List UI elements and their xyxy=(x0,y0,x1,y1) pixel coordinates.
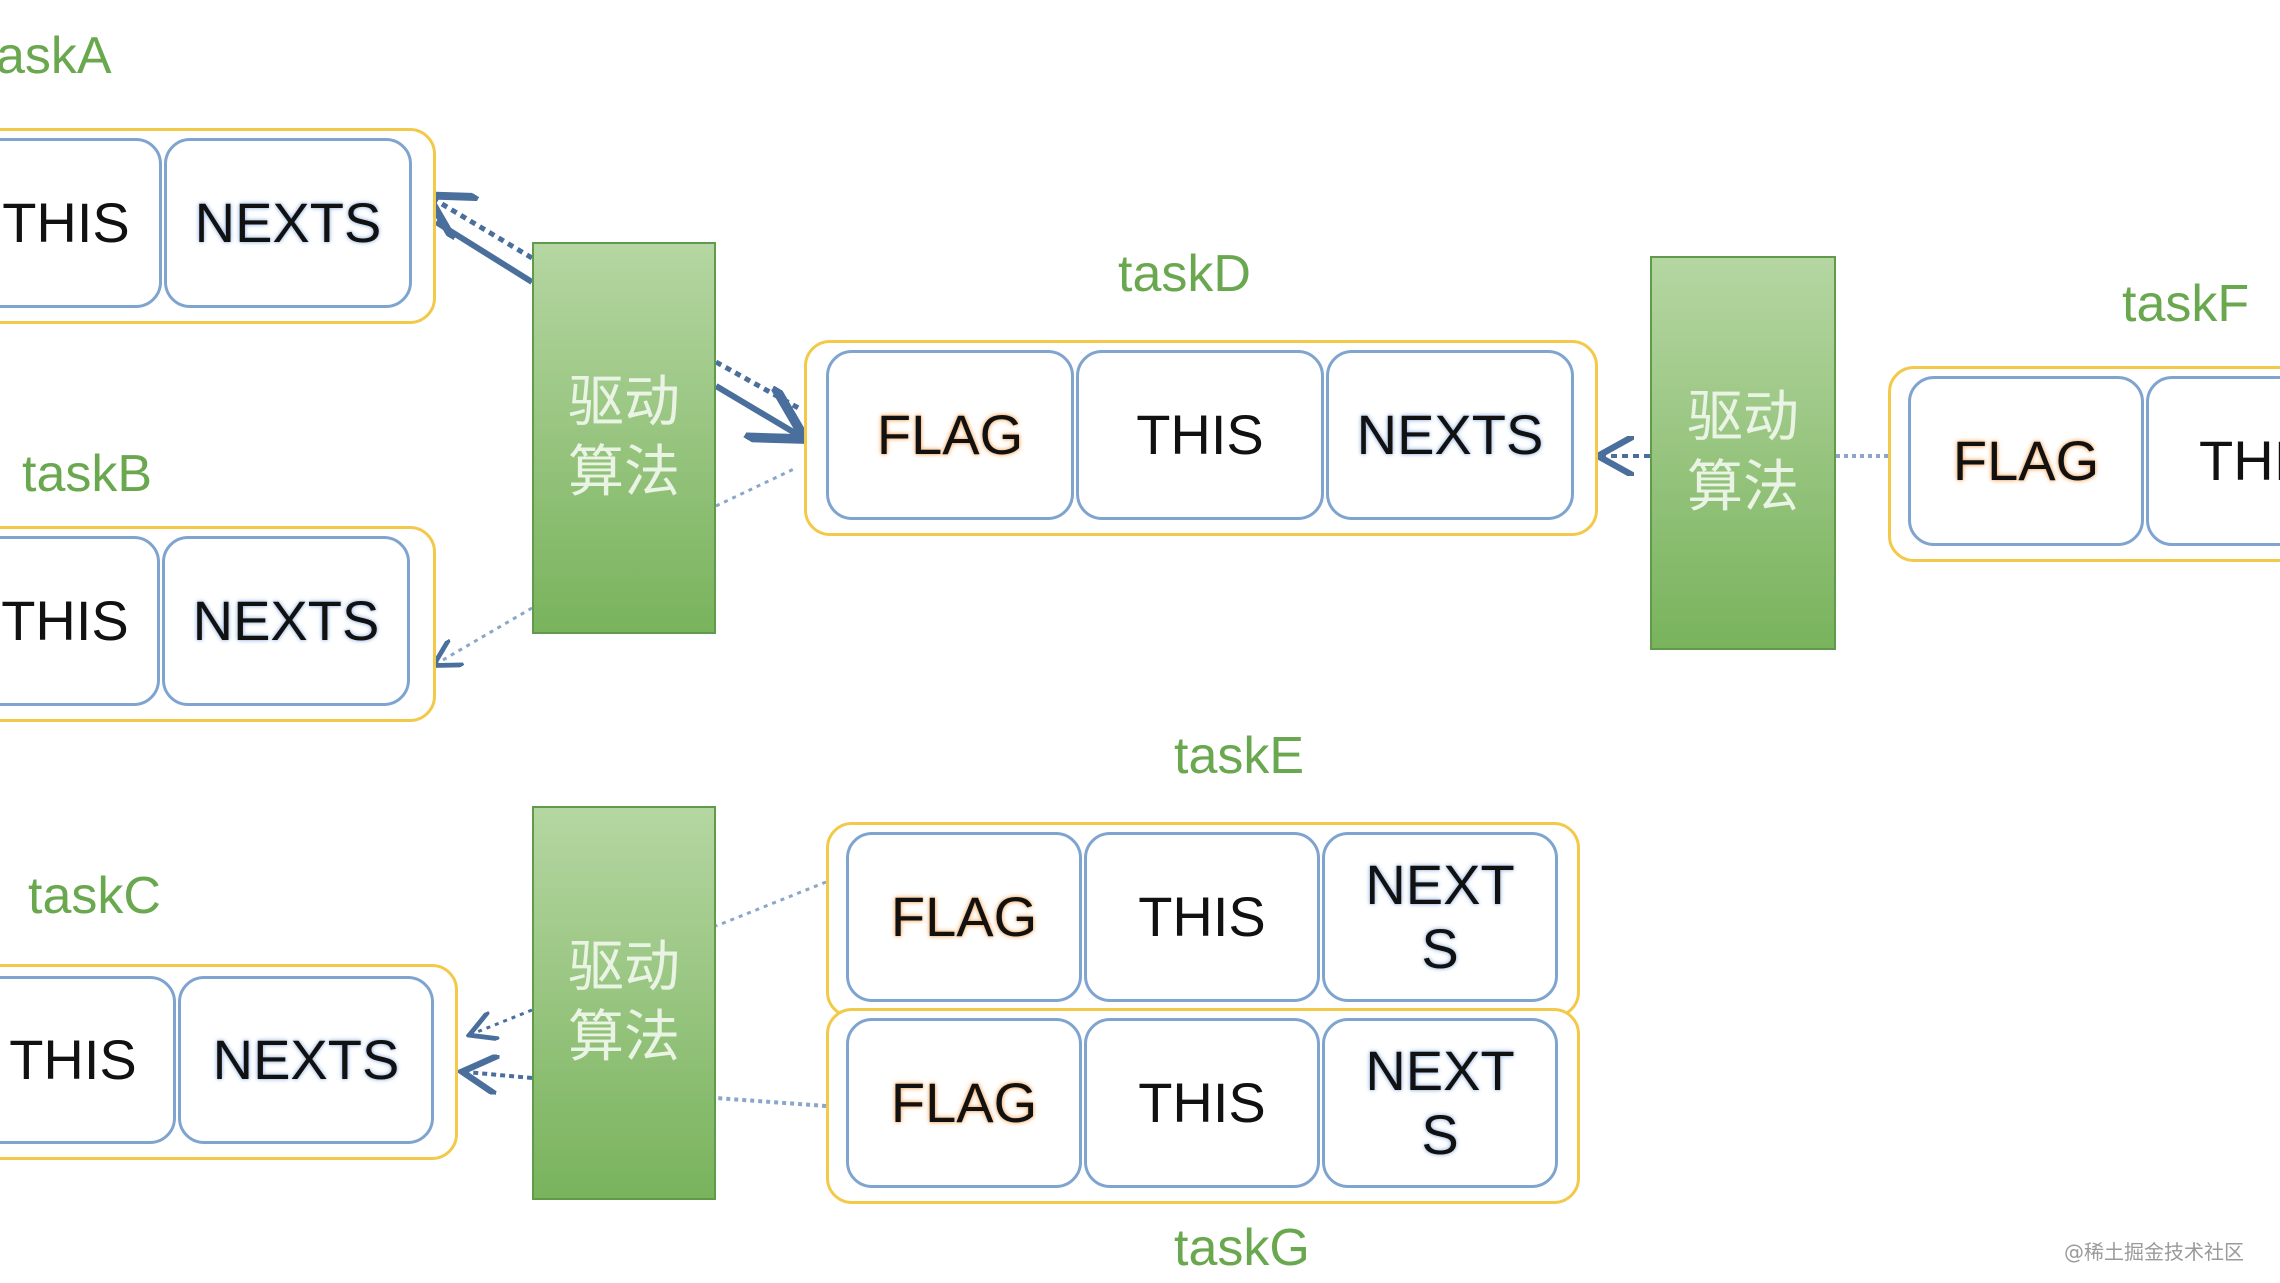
arrow-driver3-to-taskC-lower xyxy=(466,1072,533,1078)
task-cell-taskG-flag: FLAG xyxy=(846,1018,1082,1188)
arrow-taskD-light-dotted xyxy=(715,466,797,508)
driver-algorithm-block-2: 驱动算法 xyxy=(1650,256,1836,650)
task-cell-taskA-this: THIS xyxy=(0,138,162,308)
task-cell-taskG-nexts: NEXT S xyxy=(1322,1018,1558,1188)
task-cell-taskD-this: THIS xyxy=(1076,350,1324,520)
task-cell-taskC-this: THIS xyxy=(0,976,176,1144)
driver-algorithm-block-3: 驱动算法 xyxy=(532,806,716,1200)
arrow-driver1-to-taskB xyxy=(436,606,533,664)
arrow-taskG-to-driver3 xyxy=(715,1096,827,1108)
task-cell-taskB-nexts: NEXTS xyxy=(162,536,410,706)
task-cell-taskD-flag: FLAG xyxy=(826,350,1074,520)
task-cell-taskB-this: THIS xyxy=(0,536,160,706)
task-label-taskF: taskF xyxy=(2122,275,2250,333)
arrow-taskA-dotted xyxy=(432,198,534,261)
task-label-taskG: taskG xyxy=(1174,1219,1310,1277)
task-cell-taskE-flag: FLAG xyxy=(846,832,1082,1002)
task-cell-taskC-nexts: NEXTS xyxy=(178,976,434,1144)
task-cell-taskE-this: THIS xyxy=(1084,832,1320,1002)
watermark: @稀土掘金技术社区 xyxy=(2064,1240,2244,1264)
arrow-driver3-to-taskC-upper xyxy=(472,1008,533,1034)
arrow-driver1-to-taskD xyxy=(714,383,800,436)
task-cell-taskD-nexts: NEXTS xyxy=(1326,350,1574,520)
task-label-taskD: taskD xyxy=(1118,245,1251,303)
task-cell-taskA-nexts: NEXTS xyxy=(164,138,412,308)
task-label-taskE: taskE xyxy=(1174,727,1305,785)
task-cell-taskE-nexts: NEXT S xyxy=(1322,832,1558,1002)
driver-algorithm-block-1: 驱动算法 xyxy=(532,242,716,634)
task-cell-taskF-flag: FLAG xyxy=(1908,376,2144,546)
arrow-taskE-to-driver3 xyxy=(715,880,827,928)
arrow-taskD-dotted xyxy=(714,359,804,413)
task-label-taskC: taskC xyxy=(28,867,161,925)
task-label-taskA: askA xyxy=(0,27,112,85)
task-cell-taskF-this: THI xyxy=(2146,376,2280,546)
task-cell-taskG-this: THIS xyxy=(1084,1018,1320,1188)
task-label-taskB: taskB xyxy=(22,445,153,503)
